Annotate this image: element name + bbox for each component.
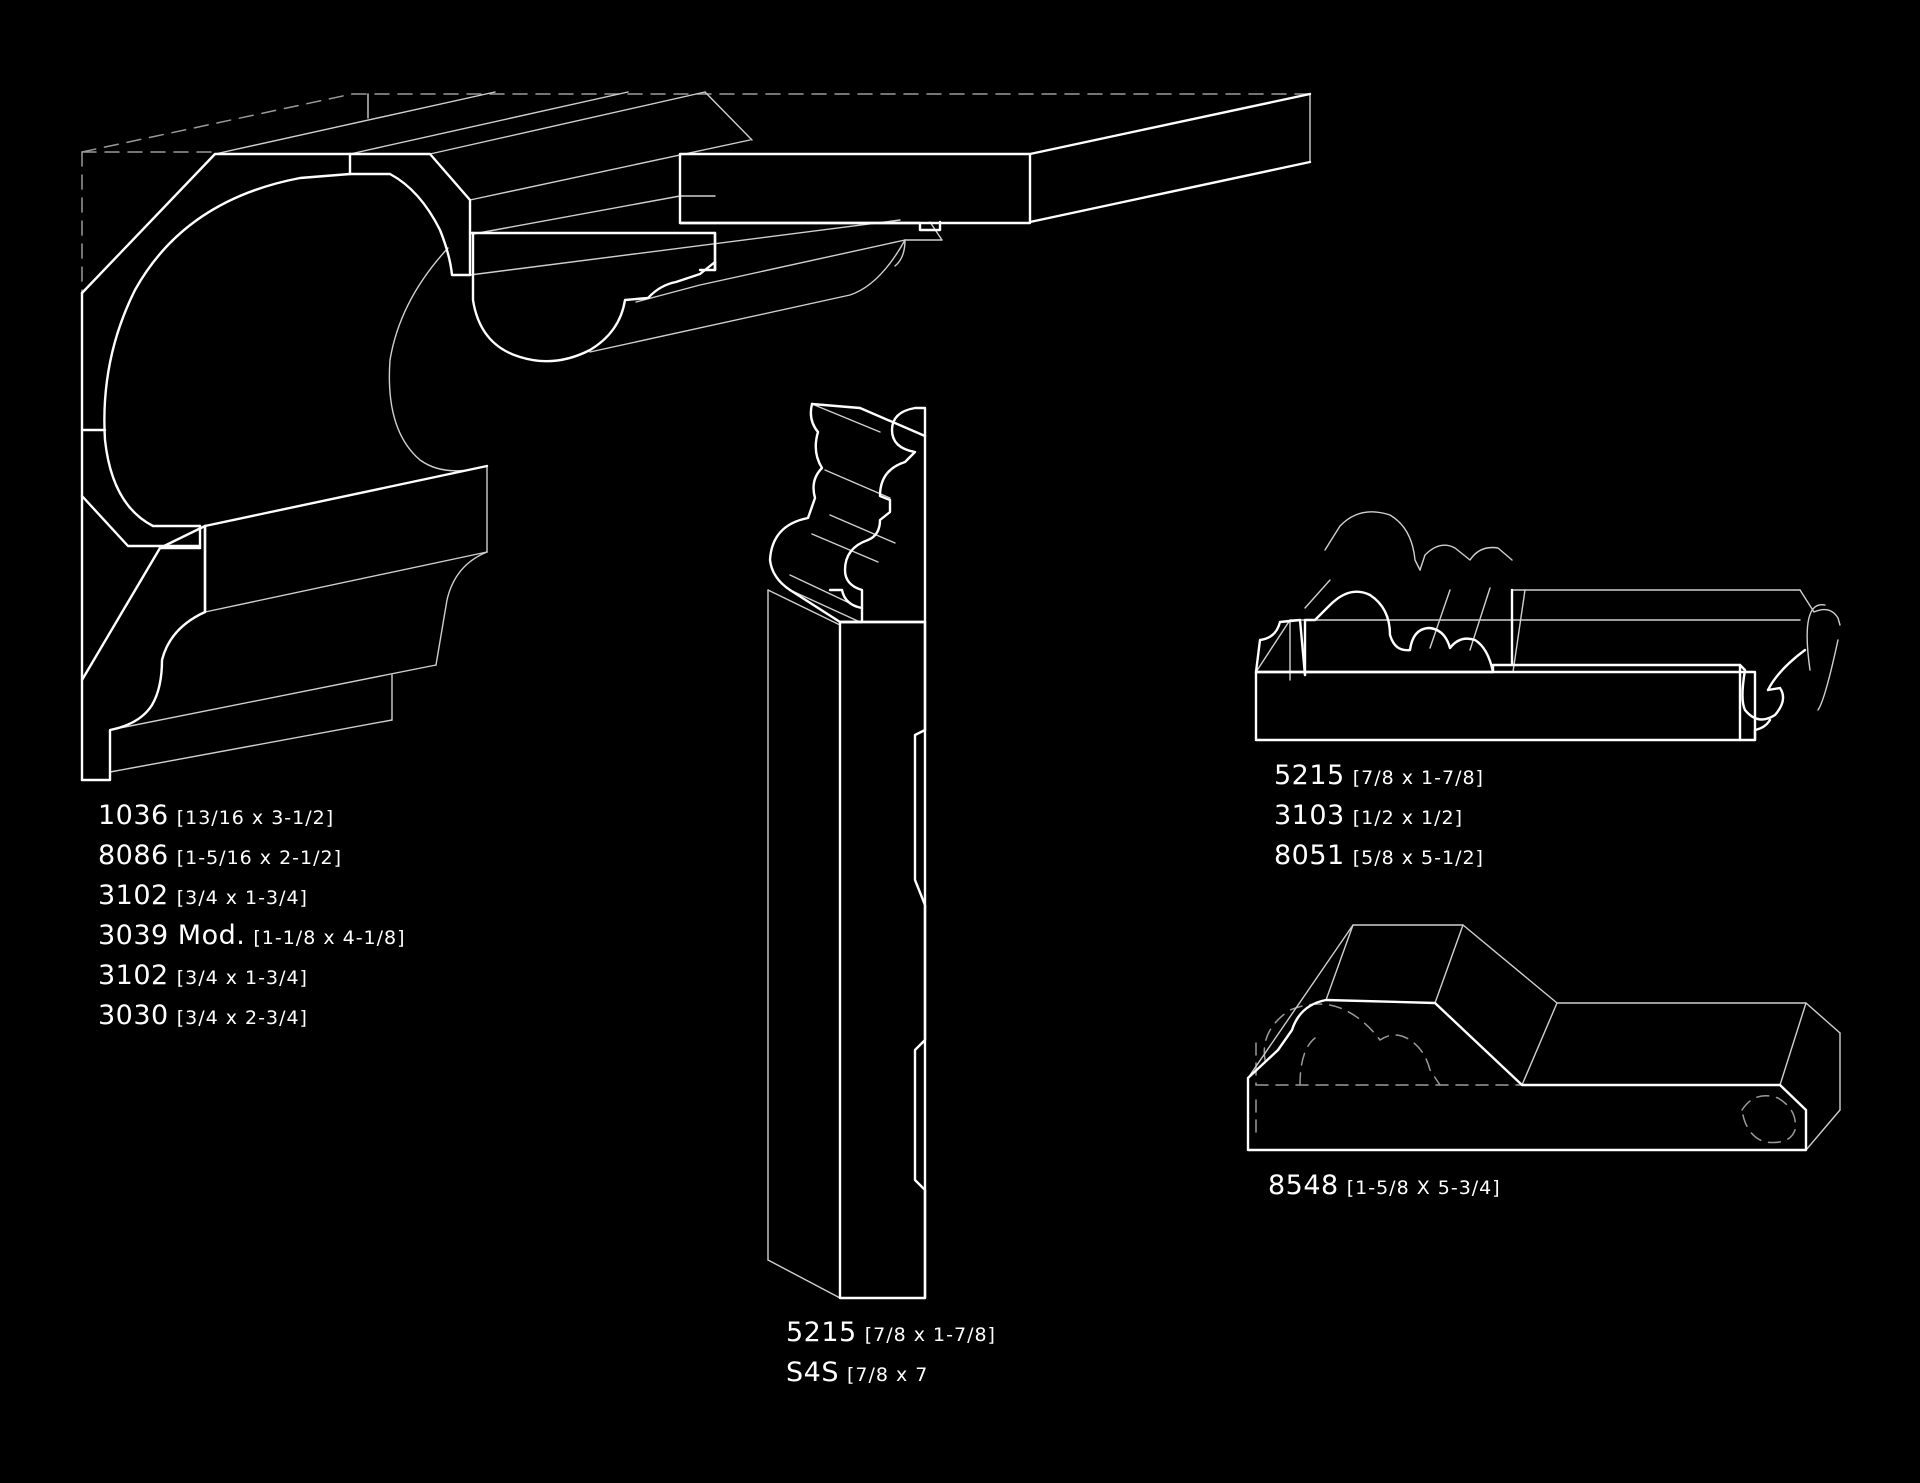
crown-molding-assembly — [80, 91, 1312, 782]
crown-front-profile — [80, 92, 1312, 782]
crown-label-3102-b: 3102[3/4 x 1-3/4] — [98, 960, 308, 991]
crown-label-3030: 3030[3/4 x 2-3/4] — [98, 1000, 308, 1031]
casing-label-8548: 8548[1-5/8 X 5-3/4] — [1268, 1170, 1501, 1201]
crown-label-8086: 8086[1-5/16 x 2-1/2] — [98, 840, 343, 871]
chair-rail-label-5215: 5215[7/8 x 1-7/8] — [1274, 760, 1484, 791]
baseboard-assembly — [767, 402, 927, 1300]
casing-assembly — [1246, 924, 1841, 1152]
chair-rail-label-group: 5215[7/8 x 1-7/8] 3103[1/2 x 1/2] 8051[5… — [1274, 756, 1484, 876]
chair-rail-depth-lines — [1255, 511, 1841, 711]
chair-rail-assembly — [1254, 511, 1841, 742]
baseboard-label-5215: 5215[7/8 x 1-7/8] — [786, 1317, 996, 1348]
crown-label-group: 1036[13/16 x 3-1/2] 8086[1-5/16 x 2-1/2]… — [98, 796, 406, 1036]
crown-label-1036: 1036[13/16 x 3-1/2] — [98, 800, 335, 831]
casing-label-group: 8548[1-5/8 X 5-3/4] — [1268, 1166, 1501, 1206]
crown-hidden-lines — [81, 93, 1311, 691]
chair-rail-label-3103: 3103[1/2 x 1/2] — [1274, 800, 1464, 831]
crown-label-3102-a: 3102[3/4 x 1-3/4] — [98, 880, 308, 911]
crown-depth-lines — [109, 91, 1311, 773]
crown-label-3039: 3039 Mod.[1-1/8 x 4-1/8] — [98, 920, 406, 951]
baseboard-label-s4s: S4S[7/8 x 7 — [786, 1357, 929, 1388]
casing-front-profile — [1246, 998, 1808, 1152]
chair-rail-label-8051: 8051[5/8 x 5-1/2] — [1274, 840, 1484, 871]
baseboard-front-profile — [768, 402, 927, 1300]
baseboard-depth-lines — [767, 403, 926, 1299]
casing-depth-lines — [1247, 924, 1841, 1151]
baseboard-label-group: 5215[7/8 x 1-7/8] S4S[7/8 x 7 — [786, 1313, 996, 1393]
casing-hidden-lines — [1255, 1003, 1797, 1144]
chair-rail-front-profile — [1254, 588, 1807, 742]
